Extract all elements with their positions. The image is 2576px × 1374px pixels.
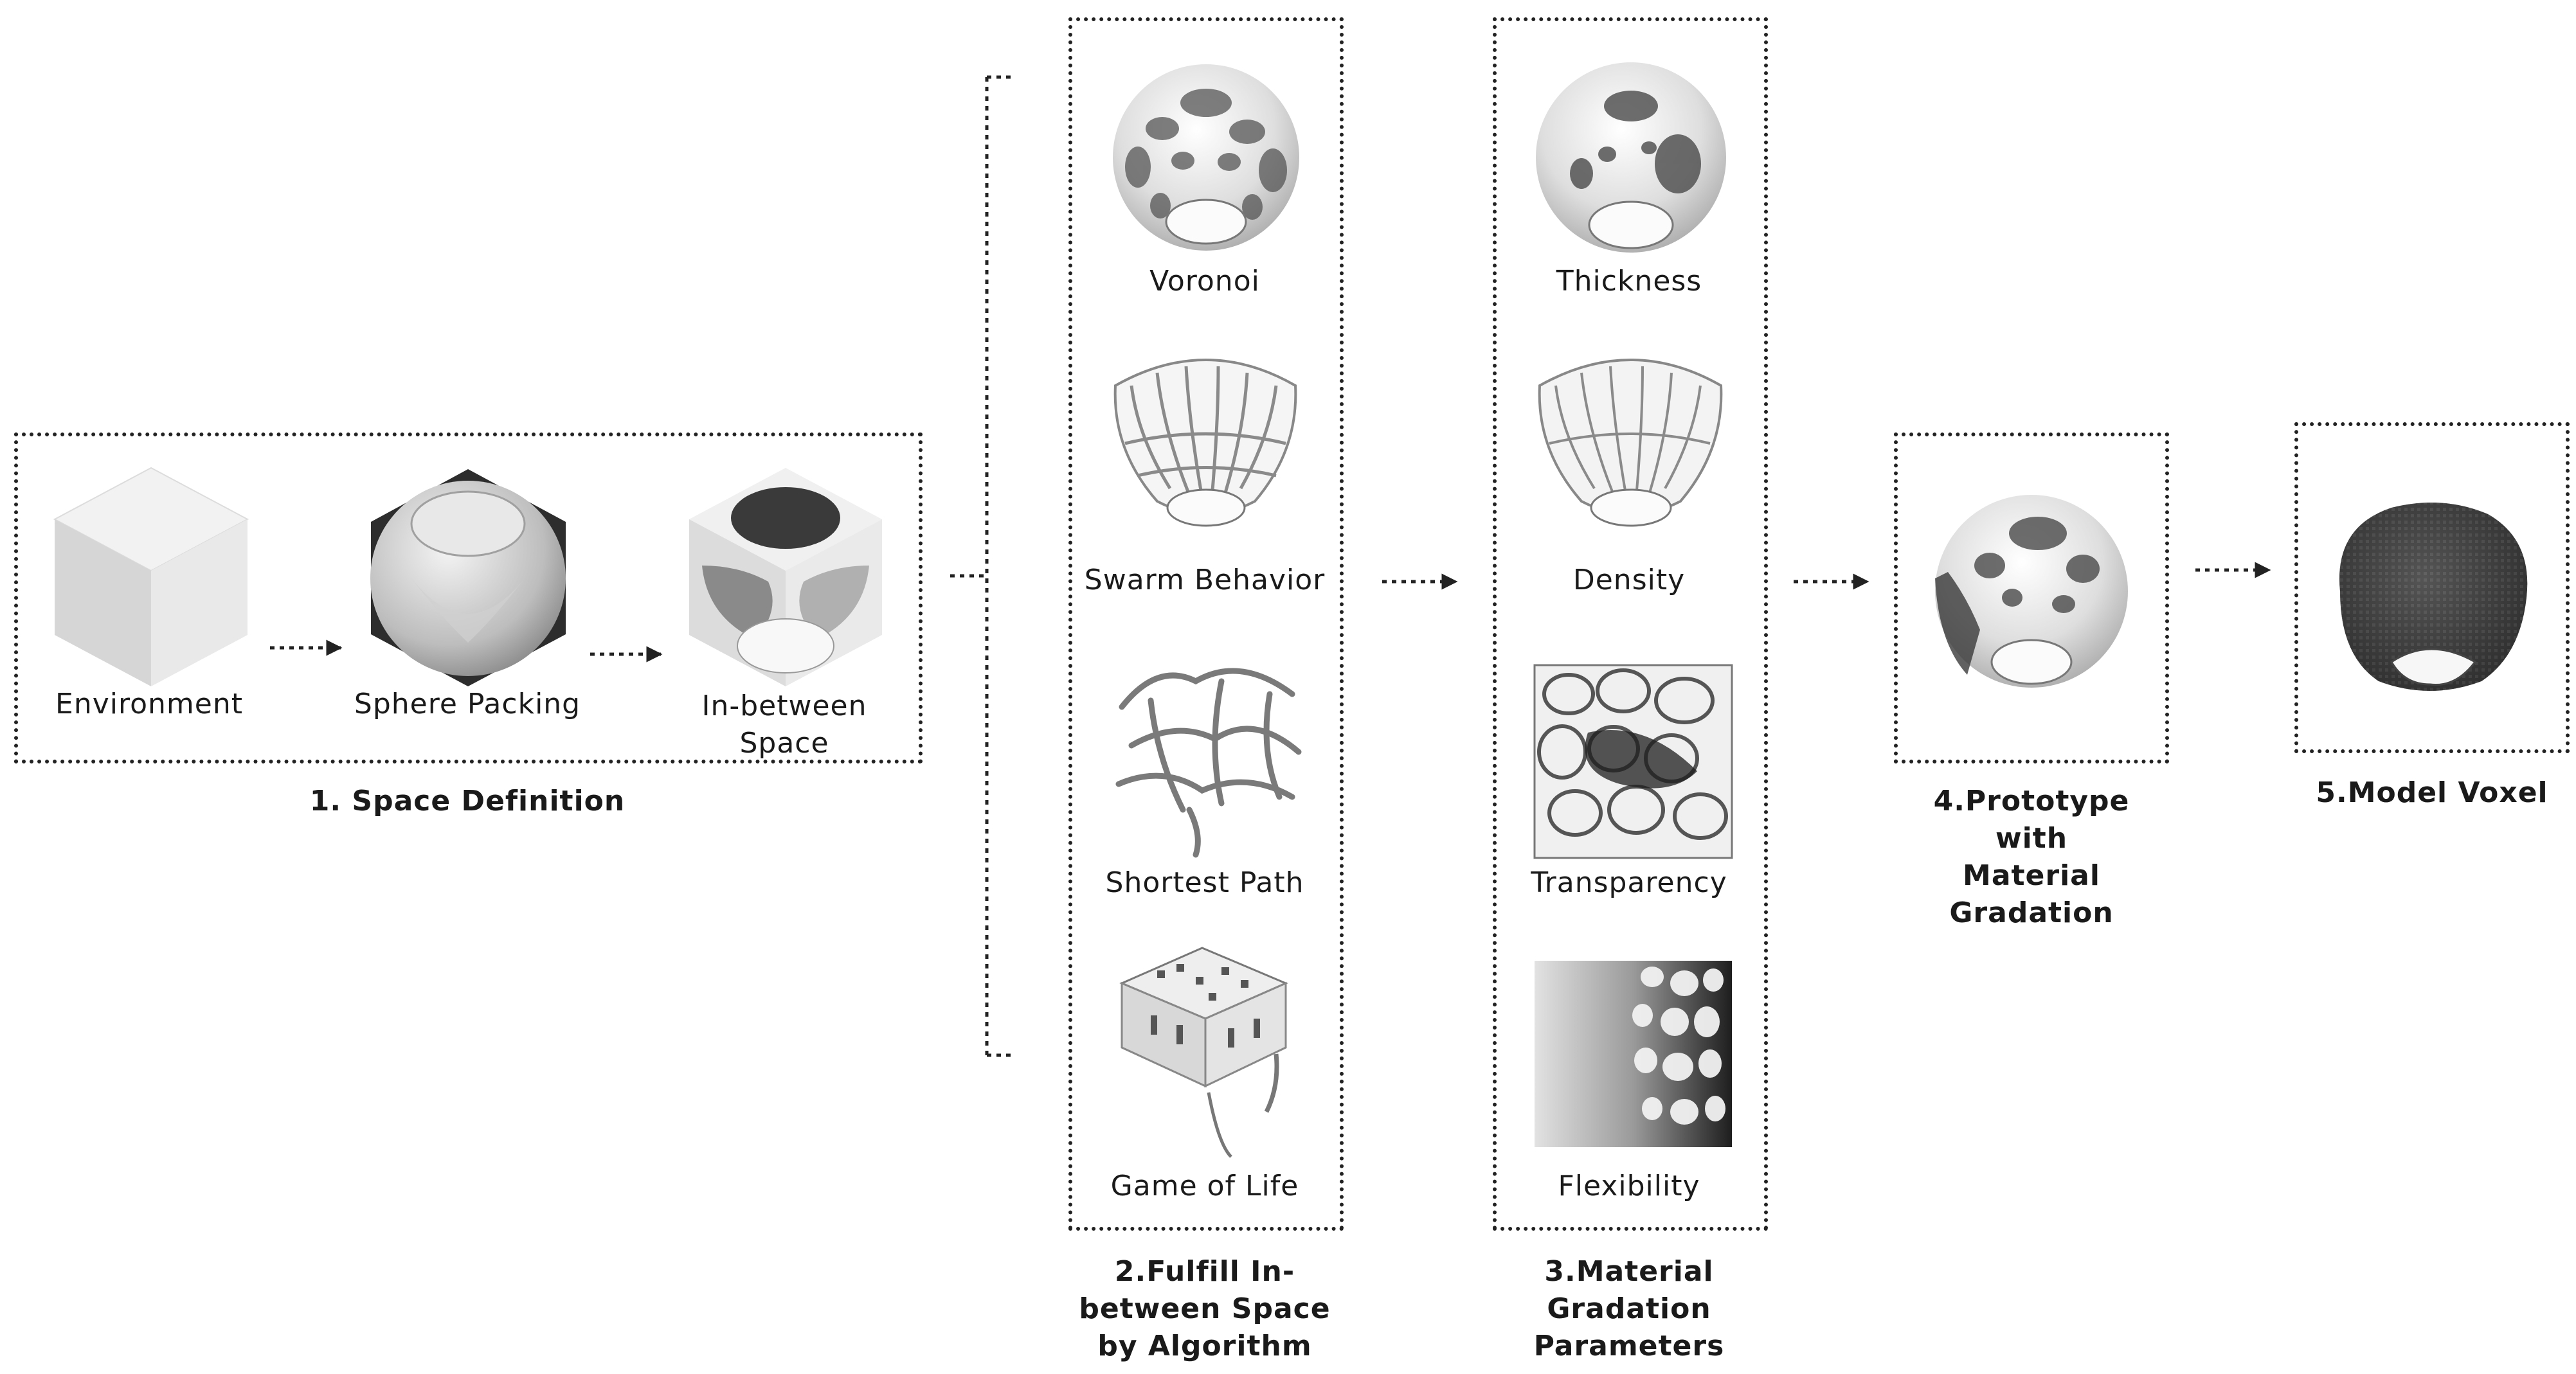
environment-cube-icon bbox=[53, 467, 249, 686]
stage5-title: 5.Model Voxel bbox=[2316, 776, 2548, 809]
in-between-space-icon bbox=[689, 468, 882, 686]
label-sphere-packing: Sphere Packing bbox=[354, 688, 581, 720]
voronoi-model-icon bbox=[1113, 64, 1299, 251]
swarm-behavior-model-icon bbox=[1113, 359, 1297, 527]
stage3-title: 3.Material Gradation Parameters bbox=[1533, 1255, 1725, 1362]
transparency-sample-icon bbox=[1533, 664, 1733, 859]
label-flexibility: Flexibility bbox=[1558, 1170, 1700, 1202]
label-transparency: Transparency bbox=[1531, 866, 1727, 899]
label-game-of-life: Game of Life bbox=[1110, 1170, 1299, 1202]
sphere-packing-icon bbox=[370, 469, 566, 686]
stage4-title: 4.Prototype with Material Gradation bbox=[1933, 785, 2130, 929]
stage3-frame bbox=[1493, 17, 1768, 1231]
shortest-path-model-icon bbox=[1115, 668, 1302, 858]
label-shortest-path: Shortest Path bbox=[1105, 866, 1304, 899]
density-model-icon bbox=[1538, 359, 1723, 527]
flexibility-sample-icon bbox=[1535, 961, 1732, 1147]
label-thickness: Thickness bbox=[1556, 265, 1702, 298]
stage2-title: 2.Fulfill In-between Space by Algorithm bbox=[1079, 1255, 1331, 1362]
stage5-frame bbox=[2294, 422, 2570, 753]
label-density: Density bbox=[1572, 564, 1686, 596]
stage4-frame bbox=[1894, 433, 2169, 763]
stage1-frame bbox=[14, 433, 923, 763]
game-of-life-model-icon bbox=[1119, 947, 1288, 1158]
branch-bracket bbox=[950, 75, 1016, 1057]
label-environment: Environment bbox=[55, 688, 243, 720]
stage2-frame bbox=[1068, 17, 1344, 1231]
label-voronoi: Voronoi bbox=[1149, 265, 1260, 298]
prototype-model-icon bbox=[1935, 495, 2128, 688]
thickness-model-icon bbox=[1536, 62, 1726, 253]
label-in-between-space: In-between Space bbox=[701, 690, 867, 760]
voxel-model-icon bbox=[2339, 503, 2528, 691]
stage1-title: 1. Space Definition bbox=[309, 785, 626, 817]
label-swarm-behavior: Swarm Behavior bbox=[1084, 564, 1326, 596]
